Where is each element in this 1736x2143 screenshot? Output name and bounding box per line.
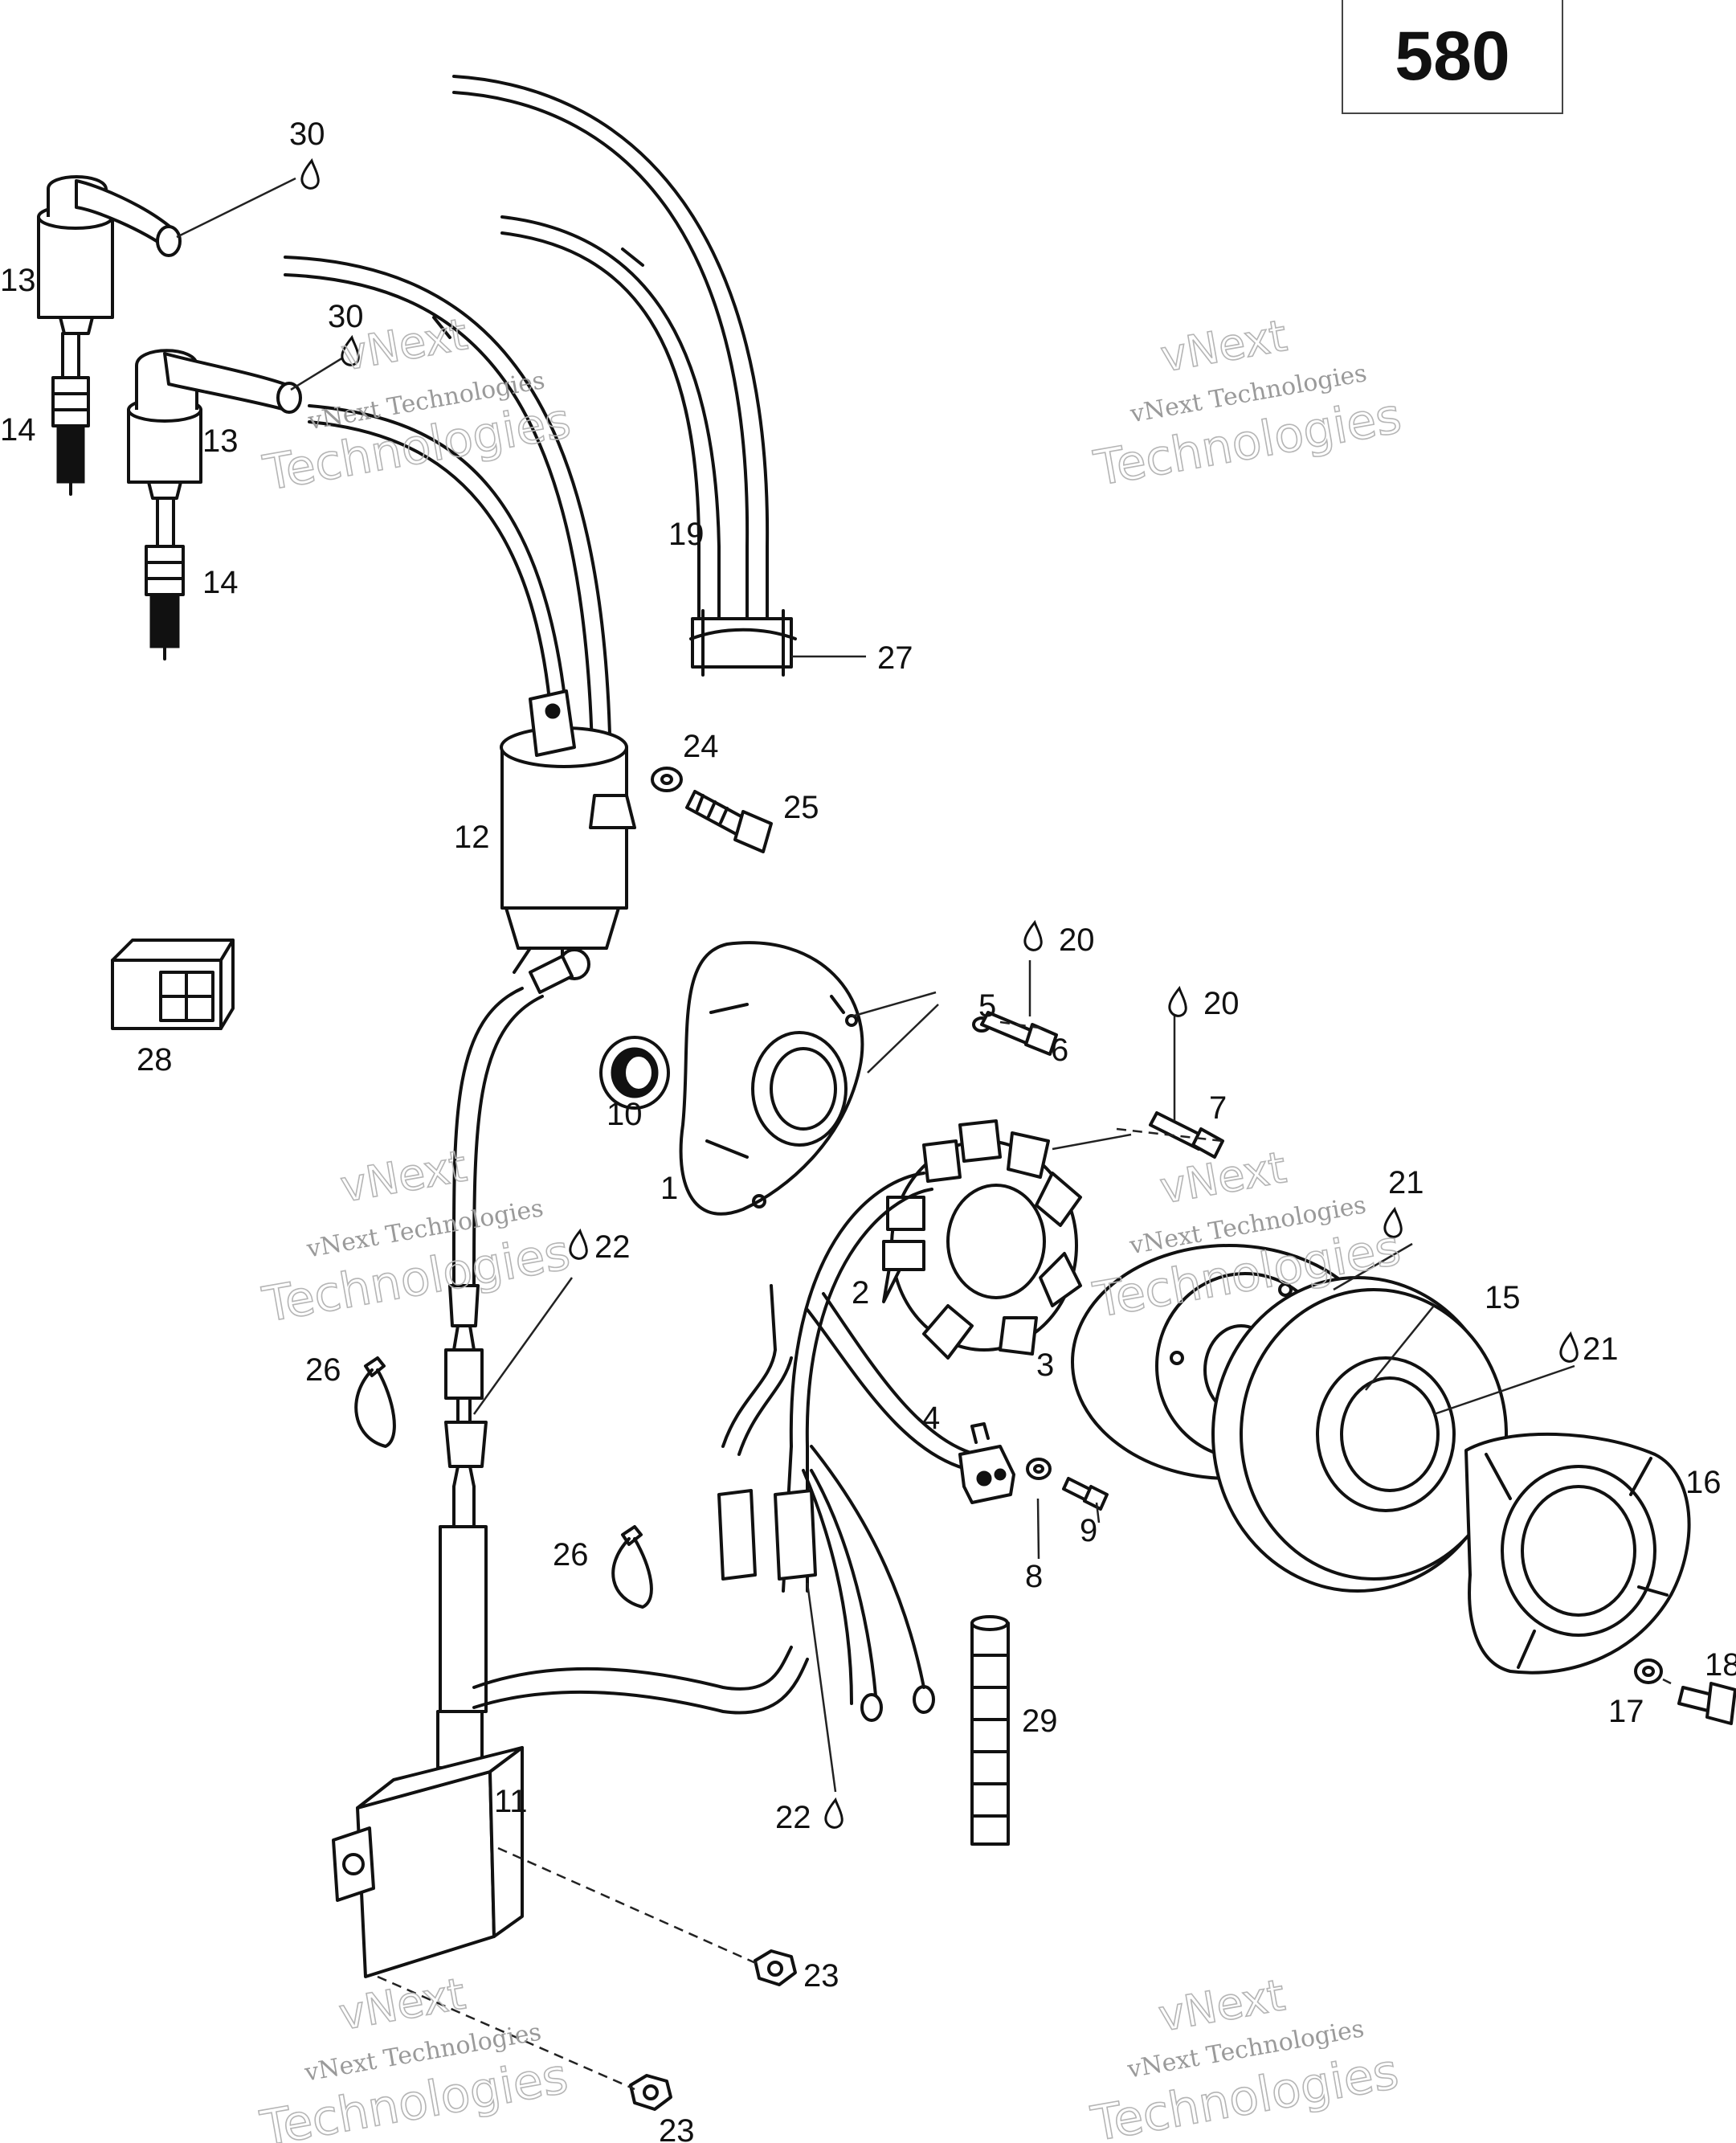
connector-housing xyxy=(111,939,235,1030)
watermark-top-right: vNext vNext Technologies Technologies xyxy=(1089,309,1406,498)
screw-9 xyxy=(1062,1477,1109,1511)
callout-13a: 13 xyxy=(0,263,36,298)
callout-25: 25 xyxy=(783,790,819,825)
stator-harness xyxy=(717,1172,978,1722)
callout-9: 9 xyxy=(1080,1513,1097,1548)
callout-21b: 21 xyxy=(1583,1331,1619,1367)
drop-icon-20a xyxy=(1023,919,1043,951)
cdi-module xyxy=(332,1710,524,1978)
callout-23b: 23 xyxy=(659,2113,695,2143)
svg-text:vNext: vNext xyxy=(1156,1142,1289,1213)
ignition-wire xyxy=(452,75,770,660)
svg-text:vNext: vNext xyxy=(335,1968,468,2039)
callout-1: 1 xyxy=(660,1171,678,1206)
protective-sleeve xyxy=(970,1615,1010,1846)
callout-22b: 22 xyxy=(775,1800,811,1835)
high-tension-wire-left xyxy=(284,247,644,797)
callout-12: 12 xyxy=(454,820,490,855)
callout-2: 2 xyxy=(852,1275,869,1311)
washer-8 xyxy=(1026,1458,1052,1480)
callout-20a: 20 xyxy=(1059,922,1095,958)
callout-5: 5 xyxy=(978,988,996,1024)
screw-7 xyxy=(1149,1111,1224,1159)
drop-icon-22a xyxy=(569,1228,588,1260)
page-number: 580 xyxy=(1395,17,1510,95)
svg-text:vNext: vNext xyxy=(337,1140,470,1212)
svg-text:vNext: vNext xyxy=(1157,310,1290,382)
spark-plug-cap-lower xyxy=(127,349,302,500)
washer-17 xyxy=(1634,1658,1663,1684)
callout-14a: 14 xyxy=(0,412,36,448)
callout-8: 8 xyxy=(1025,1559,1043,1594)
ignition-coil xyxy=(500,689,636,980)
callout-24: 24 xyxy=(683,729,719,764)
callout-27: 27 xyxy=(877,640,913,676)
callout-15: 15 xyxy=(1485,1280,1521,1315)
callout-23a: 23 xyxy=(803,1958,839,1994)
callouts: 30 13 30 14 13 14 19 27 24 25 12 20 28 5… xyxy=(0,117,1736,2143)
callout-26a: 26 xyxy=(305,1352,341,1388)
callout-18: 18 xyxy=(1705,1647,1736,1683)
callout-19: 19 xyxy=(668,517,705,552)
leader-lines xyxy=(176,177,1672,1793)
grommet xyxy=(599,1036,670,1110)
flywheel xyxy=(1211,1276,1508,1593)
page-number-box: 580 xyxy=(1342,0,1563,114)
callout-28: 28 xyxy=(137,1042,173,1078)
callout-11: 11 xyxy=(494,1784,528,1819)
callout-13b: 13 xyxy=(202,423,239,459)
drop-icon-21a xyxy=(1383,1206,1403,1238)
watermark-middle-left: vNext vNext Technologies Technologies xyxy=(258,1139,574,1334)
drop-icon-21b xyxy=(1559,1331,1579,1363)
nut-lower xyxy=(629,2074,672,2111)
watermark-bottom-right: vNext vNext Technologies Technologies xyxy=(1086,1969,1403,2143)
drop-icon-20b xyxy=(1168,985,1187,1017)
nut-upper xyxy=(754,1949,797,1986)
bolt xyxy=(685,790,773,853)
callout-14b: 14 xyxy=(202,565,239,600)
callout-7: 7 xyxy=(1209,1090,1227,1126)
cable-tie-upper xyxy=(354,1356,396,1448)
callout-22a: 22 xyxy=(594,1229,631,1265)
callout-3: 3 xyxy=(1036,1348,1054,1383)
spark-plug-cap-upper xyxy=(37,175,182,335)
spark-plug-upper xyxy=(51,332,90,496)
callout-29: 29 xyxy=(1022,1703,1058,1739)
wire-clamp xyxy=(689,609,797,677)
callout-20b: 20 xyxy=(1203,986,1240,1021)
drop-icon-30a xyxy=(300,157,320,190)
callout-16: 16 xyxy=(1685,1465,1722,1500)
coil-harness xyxy=(444,955,574,1424)
stator xyxy=(882,1119,1082,1360)
callout-30a: 30 xyxy=(289,117,325,152)
stator-plate xyxy=(679,941,864,1216)
callout-30b: 30 xyxy=(328,299,364,334)
drop-icon-22b xyxy=(824,1797,843,1829)
bolt-18 xyxy=(1677,1682,1736,1725)
callout-17: 17 xyxy=(1608,1694,1644,1729)
cdi-harness xyxy=(439,1421,809,1715)
trigger-coil xyxy=(958,1422,1015,1504)
callout-10: 10 xyxy=(607,1097,643,1132)
starter-pulley xyxy=(1464,1432,1691,1675)
dashed-leader-lines xyxy=(377,1020,1223,2091)
watermark-bottom-left: vNext vNext Technologies Technologies xyxy=(255,1968,572,2143)
callout-4: 4 xyxy=(922,1401,940,1436)
callout-6: 6 xyxy=(1051,1033,1068,1068)
drop-icon-30b xyxy=(341,334,360,366)
callout-26b: 26 xyxy=(553,1537,589,1572)
callout-21a: 21 xyxy=(1388,1165,1424,1200)
cable-tie-lower xyxy=(611,1525,653,1609)
spark-plug-lower xyxy=(145,497,185,660)
washer xyxy=(651,767,683,792)
